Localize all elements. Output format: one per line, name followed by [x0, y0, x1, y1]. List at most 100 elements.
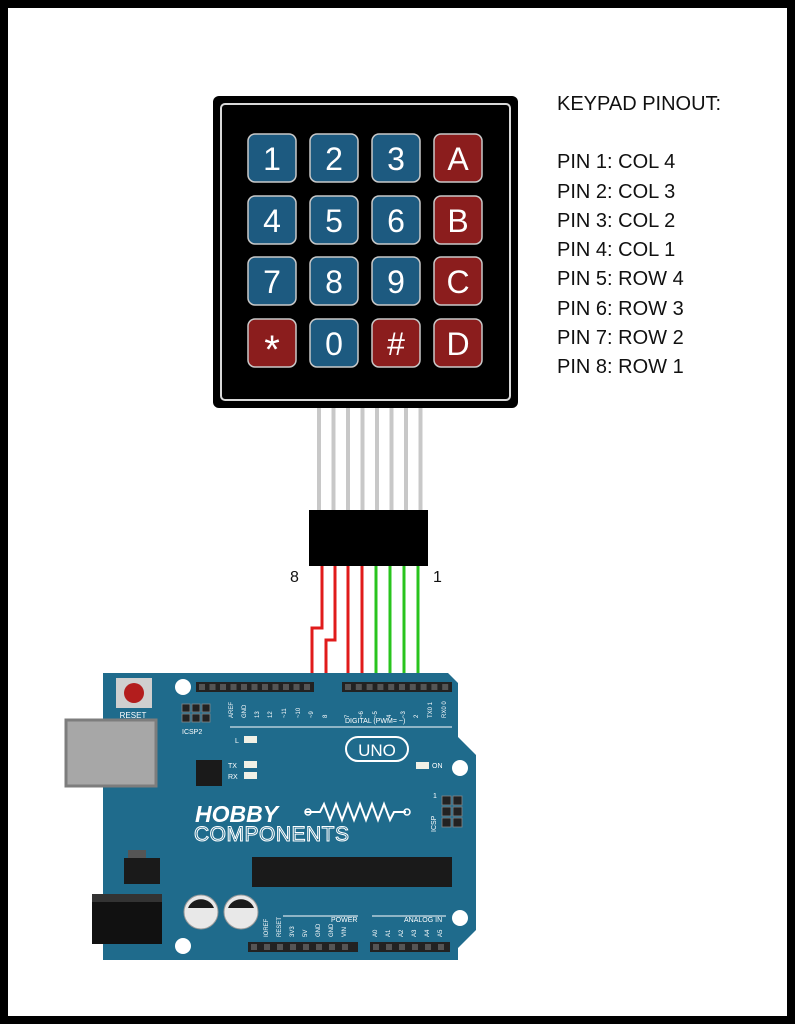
connector-pin-1-label: 1: [433, 569, 442, 586]
keypad-frame-line: [220, 103, 511, 401]
voltage-regulator: [124, 858, 160, 884]
key-*[interactable]: *: [247, 318, 297, 372]
key-label: 6: [387, 203, 405, 239]
pin-label: ~10: [296, 707, 302, 718]
key-0[interactable]: 0: [309, 318, 359, 368]
icsp2-label: ICSP2: [182, 729, 202, 736]
pin-label: 2: [414, 714, 420, 718]
connector-pin-8-label: 8: [290, 569, 299, 586]
key-C[interactable]: C: [433, 256, 483, 306]
key-label: 7: [263, 264, 281, 300]
key-label: 2: [325, 141, 343, 177]
pin-label: ~3: [401, 710, 407, 718]
l-led-label: L: [235, 738, 239, 745]
regulator-tab: [128, 850, 146, 858]
mounting-hole: [452, 760, 468, 776]
atmega-chip: [252, 857, 452, 887]
key-3[interactable]: 3: [371, 133, 421, 183]
pin-label: TX0 1: [428, 701, 434, 718]
key-7[interactable]: 7: [247, 256, 297, 306]
key-label: *: [264, 328, 280, 372]
key-label: 4: [263, 203, 281, 239]
key-label: B: [447, 203, 468, 239]
pinout-row: PIN 5: ROW 4: [557, 268, 684, 291]
key-8[interactable]: 8: [309, 256, 359, 306]
pinout-row: PIN 3: COL 2: [557, 209, 676, 232]
analog-label: ANALOG IN: [404, 917, 442, 924]
mounting-hole: [175, 938, 191, 954]
key-5[interactable]: 5: [309, 195, 359, 245]
keypad-pinout-legend: KEYPAD PINOUT: PIN 1: COL 4 PIN 2: COL 3…: [557, 90, 721, 383]
key-label: 0: [325, 326, 343, 362]
key-label: 8: [325, 264, 343, 300]
key-label: 3: [387, 141, 405, 177]
pin-label: ~11: [282, 708, 288, 718]
dc-power-jack: [92, 894, 162, 944]
pin-label: 12: [268, 711, 274, 718]
tx-led-label: TX: [228, 763, 237, 770]
analog-pin-label: A0: [373, 929, 379, 937]
pin-label: GND: [242, 704, 248, 718]
analog-pin-label: A4: [425, 929, 431, 937]
pin-label: AREF: [229, 702, 235, 718]
rx-led-label: RX: [228, 774, 238, 781]
power-pin-label: IOREF: [264, 918, 270, 937]
usb-port: [66, 720, 156, 786]
pinout-row: PIN 7: ROW 2: [557, 327, 684, 350]
power-pin-label: VIN: [342, 927, 348, 937]
key-4[interactable]: 4: [247, 195, 297, 245]
resistor-logo-icon: [305, 801, 406, 823]
l-led: [244, 736, 257, 743]
power-pin-label: RESET: [277, 917, 283, 937]
pin-label: RX0 0: [442, 701, 448, 718]
on-led: [416, 762, 429, 769]
key-B[interactable]: B: [433, 195, 483, 245]
mounting-hole: [452, 910, 468, 926]
keypad-ribbon-cable: [317, 408, 423, 512]
key-label: D: [446, 326, 469, 362]
mounting-hole: [175, 679, 191, 695]
pin-label: ~6: [359, 710, 365, 718]
key-D[interactable]: D: [433, 318, 483, 368]
jumper-wire: [310, 566, 324, 688]
uno-text: UNO: [358, 741, 396, 760]
pinout-row: PIN 4: COL 1: [557, 239, 676, 262]
power-label: POWER: [331, 917, 357, 924]
key-#[interactable]: #: [371, 318, 421, 368]
power-pin-label: GND: [316, 923, 322, 937]
jumper-wires: [310, 566, 420, 688]
key-label: 9: [387, 264, 405, 300]
icsp2-header: [181, 703, 211, 723]
jumper-wire: [324, 566, 337, 688]
icsp-header: [441, 795, 463, 828]
on-led-label: ON: [432, 763, 443, 770]
key-2[interactable]: 2: [309, 133, 359, 183]
reset-label: RESET: [120, 711, 147, 720]
pin-label: 7: [345, 714, 351, 718]
pin-label: ~5: [373, 710, 379, 718]
key-6[interactable]: 6: [371, 195, 421, 245]
pin-label: 8: [323, 714, 329, 718]
analog-pin-label: A2: [399, 929, 405, 937]
key-A[interactable]: A: [433, 133, 483, 183]
key-1[interactable]: 1: [247, 133, 297, 183]
arduino-board: [103, 673, 476, 960]
analog-pin-label: A5: [438, 929, 444, 937]
tx-led: [244, 761, 257, 768]
pin-label: ~9: [309, 710, 315, 718]
power-pin-label: GND: [329, 923, 335, 937]
analog-pin-label: A1: [386, 929, 392, 937]
pinout-row: PIN 6: ROW 3: [557, 297, 684, 320]
key-9[interactable]: 9: [371, 256, 421, 306]
power-pin-label: 5V: [303, 930, 309, 937]
key-label: 1: [263, 141, 281, 177]
pinout-row: PIN 1: COL 4: [557, 151, 676, 174]
digital-header-right: [342, 682, 452, 692]
pin-label: 4: [387, 714, 393, 718]
icsp-label: ICSP: [431, 815, 438, 832]
analog-pin-label: A3: [412, 929, 418, 937]
key-label: A: [447, 141, 469, 177]
uno-logo: [345, 736, 409, 762]
keypad-connector: [309, 510, 428, 566]
